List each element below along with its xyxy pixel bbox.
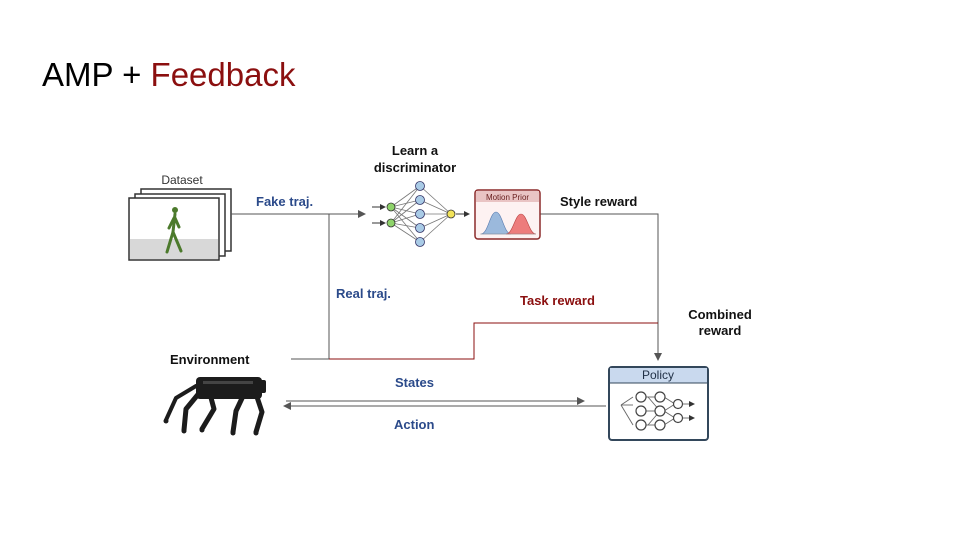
style-reward-line [540,213,662,361]
combined-reward-label: Combined reward [670,307,770,339]
prior-curve-red [505,213,537,235]
policy-label: Policy [642,368,674,382]
dataset-label: Dataset [161,173,203,187]
style-reward-label: Style reward [560,194,638,209]
real-traj-label: Real traj. [336,286,391,301]
title-prefix: AMP + [42,56,151,93]
policy-box: Policy [608,366,709,441]
real-traj-line [291,214,330,360]
task-reward-label: Task reward [520,293,595,308]
states-label: States [395,375,435,390]
title-accent: Feedback [150,56,296,93]
walking-figure-icon [165,207,183,254]
discriminator-network-icon [372,181,470,247]
prior-curve-blue [480,211,512,235]
learn-discriminator-line2: discriminator [373,160,457,175]
combined-reward-line1: Combined [688,307,752,322]
action-label: Action [394,417,435,432]
policy-network-icon [620,391,695,431]
environment-label: Environment [170,352,250,367]
task-reward-line [329,322,658,360]
dataset-image [128,188,232,261]
fake-traj-label: Fake traj. [256,194,314,209]
learn-discriminator-line1: Learn a [391,143,439,158]
robot-dog-image [163,377,266,436]
motion-prior-box: Motion Prior [474,189,541,240]
combined-reward-line2: reward [698,323,742,338]
learn-discriminator-label: Learn a discriminator [350,142,480,176]
motion-prior-label: Motion Prior [486,193,529,202]
slide-title: AMP + Feedback [42,56,295,94]
connector-lines [231,210,662,410]
